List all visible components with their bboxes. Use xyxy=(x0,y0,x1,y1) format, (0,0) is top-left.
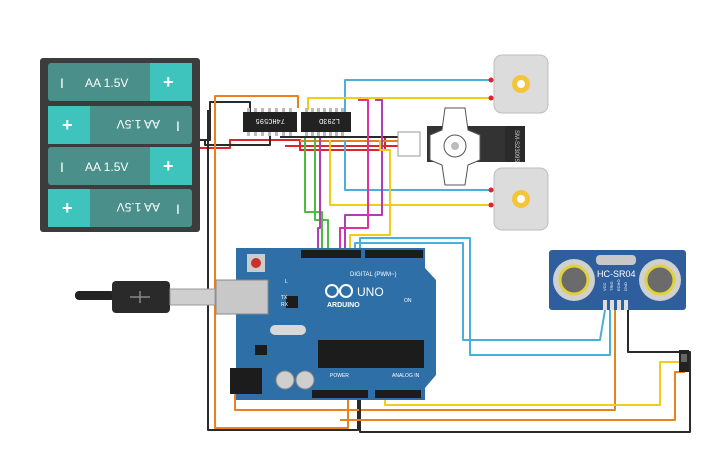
wire-blue-echo xyxy=(354,242,606,341)
battery-cell-3[interactable]: I AA 1.5V + xyxy=(48,147,192,185)
wire-purple-1 xyxy=(317,138,321,252)
wire-blue-motor-top xyxy=(344,79,495,125)
led-rx-label: RX xyxy=(281,302,289,308)
battery-cell-1[interactable]: I AA 1.5V + xyxy=(48,63,192,101)
led-l-label: L xyxy=(285,279,288,285)
pos-terminal: + xyxy=(62,115,73,135)
slide-switch[interactable] xyxy=(679,350,689,372)
sensor-label: HC-SR04 xyxy=(597,269,636,279)
model-label: UNO xyxy=(357,285,384,299)
arduino-logo: ARDUINO UNO xyxy=(325,284,384,309)
battery-cell-4[interactable]: + AA 1.5V I xyxy=(48,189,192,227)
digital-header-1[interactable] xyxy=(301,250,361,258)
arduino-uno[interactable]: DIGITAL (PWM~) L TX RX ON ARDUINO UNO PO… xyxy=(215,248,436,400)
chip-label: L293D xyxy=(319,116,340,124)
reset-button[interactable] xyxy=(251,258,261,268)
usb-port[interactable] xyxy=(215,279,269,315)
cell-label: AA 1.5V xyxy=(85,160,128,174)
led-tx-label: TX xyxy=(281,295,288,301)
neg-terminal: I xyxy=(176,118,180,134)
servo-connector[interactable] xyxy=(397,131,421,157)
pos-terminal: + xyxy=(163,72,174,92)
wire-green-2 xyxy=(314,138,329,252)
usb-cable[interactable] xyxy=(75,281,216,313)
pin-label: ECHO xyxy=(616,279,621,291)
wire-green-1 xyxy=(304,138,323,252)
battery-cell-2[interactable]: + AA 1.5V I xyxy=(48,106,192,144)
chip-74hc595[interactable]: 74HC595 xyxy=(243,108,297,136)
chip-l293d[interactable]: L293D xyxy=(301,108,351,136)
digital-label: DIGITAL (PWM~) xyxy=(350,272,397,278)
wire-yellow-chip xyxy=(349,140,391,252)
wire-yellow-motor-top xyxy=(307,97,495,110)
cell-label: AA 1.5V xyxy=(85,76,128,90)
wire-yellow-motor-bottom xyxy=(329,140,495,206)
brand-label: ARDUINO xyxy=(327,302,360,309)
wire-yellow-switch xyxy=(384,361,680,406)
analog-label: ANALOG IN xyxy=(392,373,420,379)
wire-blue-motor-bottom xyxy=(344,140,495,191)
chip-label: 74HC595 xyxy=(256,116,285,124)
power-header[interactable] xyxy=(312,390,368,398)
cell-label: AA 1.5V xyxy=(117,200,160,214)
battery-holder xyxy=(40,58,200,232)
wire-blue-trig xyxy=(359,237,611,356)
pin-label: GND xyxy=(623,282,628,291)
wire-magenta-1 xyxy=(339,99,369,252)
analog-header[interactable] xyxy=(375,390,421,398)
pos-terminal: + xyxy=(163,156,174,176)
usb-icon xyxy=(130,291,150,303)
wire-black-sensor-gnd xyxy=(359,300,691,433)
digital-header-2[interactable] xyxy=(365,250,423,258)
dc-motor-bottom[interactable] xyxy=(488,167,549,231)
wire-black-battery xyxy=(200,101,251,141)
power-label: POWER xyxy=(330,373,349,379)
pin-label: VCC xyxy=(602,282,607,291)
pin-label: TRIG xyxy=(609,281,614,291)
wire-black-battery-2 xyxy=(204,136,271,146)
wire-orange-chip xyxy=(214,95,349,429)
neg-terminal: I xyxy=(60,159,64,175)
servo-label: SM-S2309S xyxy=(513,130,519,162)
atmega-chip xyxy=(318,340,424,368)
battery-pack[interactable]: I AA 1.5V + + AA 1.5V I I AA 1.5V + + AA… xyxy=(40,58,200,232)
dc-motor-top[interactable] xyxy=(488,54,549,114)
servo-motor[interactable]: SM-S2309S xyxy=(397,107,525,186)
on-label: ON xyxy=(404,298,412,304)
cell-label: AA 1.5V xyxy=(117,117,160,131)
ultrasonic-sensor[interactable]: HC-SR04 VCC TRIG ECHO GND xyxy=(549,250,686,310)
pos-terminal: + xyxy=(62,198,73,218)
neg-terminal: I xyxy=(176,201,180,217)
neg-terminal: I xyxy=(60,75,64,91)
power-jack[interactable] xyxy=(230,368,262,394)
